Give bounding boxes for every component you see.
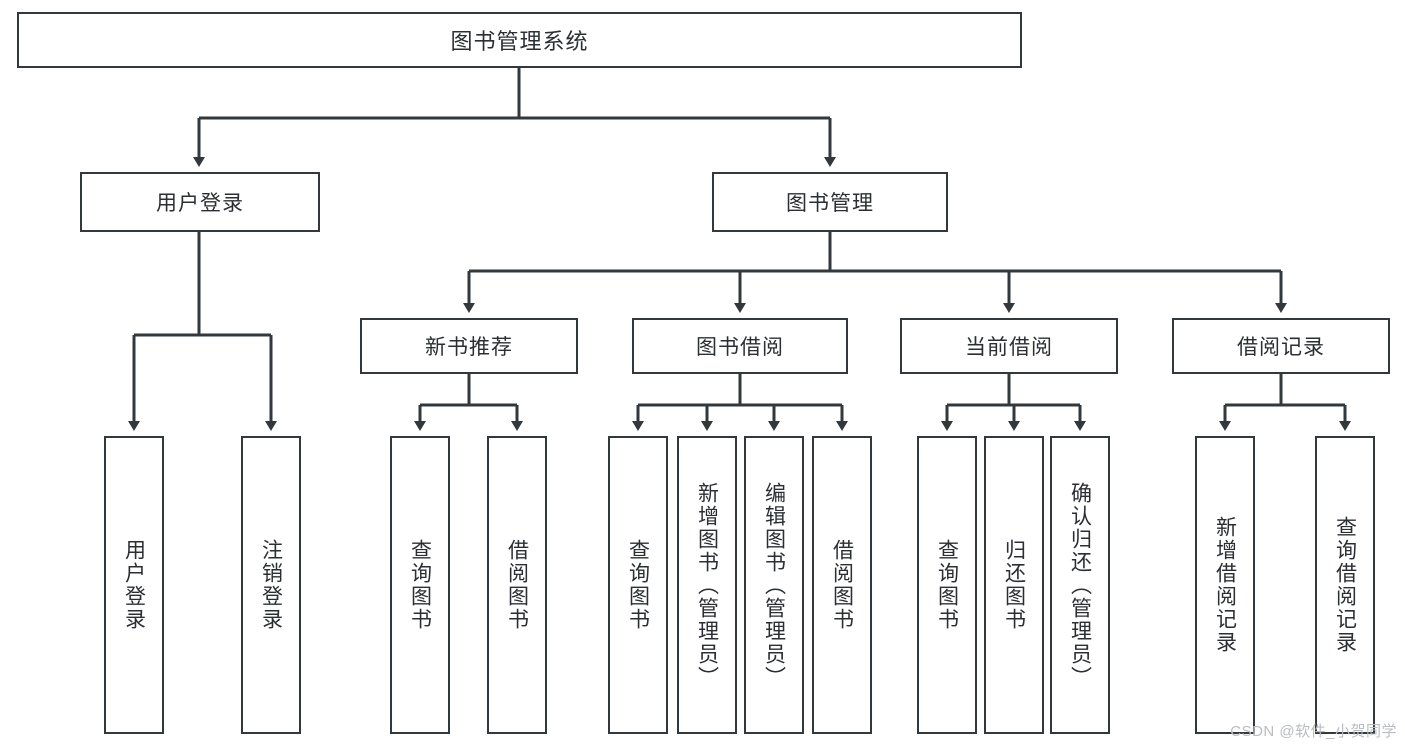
node-label: 新增借阅记录 <box>1213 516 1237 654</box>
node-current-borrow[interactable]: 当前借阅 <box>900 318 1118 374</box>
node-label: 用户登录 <box>122 539 146 631</box>
leaf-borrow-record-query-record[interactable]: 查询借阅记录 <box>1315 436 1375 734</box>
node-label: 查询图书 <box>935 539 959 631</box>
node-label: 查询图书 <box>408 539 432 631</box>
node-label: 借阅图书 <box>830 539 854 631</box>
leaf-new-book-query-book[interactable]: 查询图书 <box>390 436 450 734</box>
node-label: 当前借阅 <box>965 336 1053 359</box>
node-label: 新增图书（管理员） <box>695 481 719 689</box>
node-label: 图书管理 <box>786 192 874 215</box>
node-label: 新书推荐 <box>425 336 513 359</box>
node-label: 图书借阅 <box>696 336 784 359</box>
leaf-book-borrow-borrow-book[interactable]: 借阅图书 <box>812 436 872 734</box>
leaf-current-borrow-return-book[interactable]: 归还图书 <box>984 436 1044 734</box>
node-label: 确认归还（管理员） <box>1068 481 1092 689</box>
leaf-book-borrow-edit-book-admin[interactable]: 编辑图书（管理员） <box>744 436 804 734</box>
leaf-current-borrow-query-book[interactable]: 查询图书 <box>917 436 977 734</box>
leaf-book-borrow-add-book-admin[interactable]: 新增图书（管理员） <box>677 436 737 734</box>
node-label: 查询图书 <box>626 539 650 631</box>
node-book-borrow[interactable]: 图书借阅 <box>632 318 848 374</box>
leaf-book-borrow-query-book[interactable]: 查询图书 <box>608 436 668 734</box>
node-label: 编辑图书（管理员） <box>762 481 786 689</box>
node-label: 查询借阅记录 <box>1333 516 1357 654</box>
leaf-user-login-logout[interactable]: 注销登录 <box>241 436 301 734</box>
leaf-new-book-borrow-book[interactable]: 借阅图书 <box>487 436 547 734</box>
node-book-management-system[interactable]: 图书管理系统 <box>17 12 1022 68</box>
leaf-user-login-login[interactable]: 用户登录 <box>104 436 164 734</box>
node-label: 借阅记录 <box>1237 336 1325 359</box>
leaf-borrow-record-add-record[interactable]: 新增借阅记录 <box>1195 436 1255 734</box>
node-label: 注销登录 <box>259 539 283 631</box>
leaf-current-borrow-confirm-return-admin[interactable]: 确认归还（管理员） <box>1050 436 1110 734</box>
node-new-book-recommend[interactable]: 新书推荐 <box>360 318 578 374</box>
node-label: 图书管理系统 <box>450 29 589 54</box>
node-label: 归还图书 <box>1002 539 1026 631</box>
node-borrow-record[interactable]: 借阅记录 <box>1172 318 1390 374</box>
node-book-management[interactable]: 图书管理 <box>712 172 948 232</box>
node-user-login[interactable]: 用户登录 <box>80 172 320 232</box>
node-label: 借阅图书 <box>505 539 529 631</box>
node-label: 用户登录 <box>156 192 244 215</box>
